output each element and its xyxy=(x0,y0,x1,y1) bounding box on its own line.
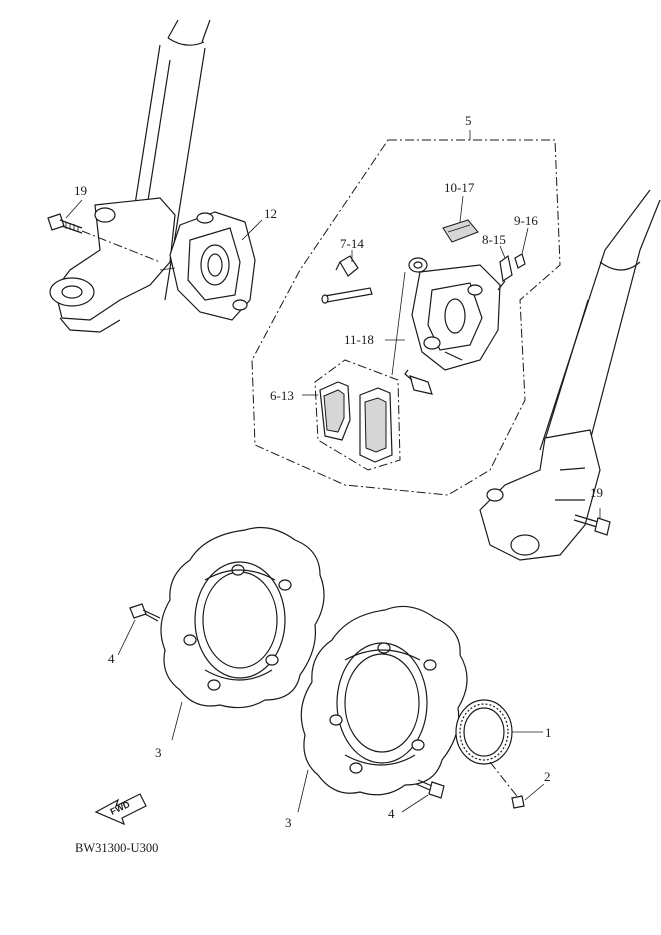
right-mount-bolt xyxy=(573,508,611,536)
right-fork-leg xyxy=(479,189,661,561)
part-labels: 1 2 3 3 4 4 5 6-13 7-14 8-15 9-16 10-17 … xyxy=(74,113,603,830)
label-7-14: 7-14 xyxy=(340,236,364,251)
label-2: 2 xyxy=(544,769,551,784)
leader-lines xyxy=(117,195,545,813)
pad-spring xyxy=(442,219,479,243)
label-8-15: 8-15 xyxy=(482,232,506,247)
diagram-code: BW31300-U300 xyxy=(75,841,158,855)
label-19-left: 19 xyxy=(74,183,87,198)
boot-sleeve xyxy=(391,257,428,376)
label-4-right: 4 xyxy=(388,806,395,821)
label-3-right: 3 xyxy=(285,815,292,830)
right-disc-bolt xyxy=(415,779,445,799)
label-11-18: 11-18 xyxy=(344,332,374,347)
left-disc-bolt xyxy=(129,603,161,622)
rotor-bolt xyxy=(511,795,525,809)
right-brake-caliper xyxy=(411,264,501,371)
pad-pin-and-clip xyxy=(321,255,373,304)
label-19-right: 19 xyxy=(590,485,603,500)
right-brake-disc xyxy=(300,605,468,796)
label-9-16: 9-16 xyxy=(514,213,538,228)
sensor-rotor xyxy=(455,699,521,801)
left-brake-disc xyxy=(160,527,325,709)
brake-pads xyxy=(314,359,401,471)
label-5: 5 xyxy=(465,113,472,128)
label-3-left: 3 xyxy=(155,745,162,760)
label-12: 12 xyxy=(264,206,277,221)
left-mount-bolt xyxy=(47,199,161,263)
slide-pin xyxy=(404,369,433,395)
label-4-left: 4 xyxy=(108,651,115,666)
caliper-kit-boundary xyxy=(251,130,561,496)
left-fork-leg xyxy=(49,19,211,333)
label-1: 1 xyxy=(545,725,552,740)
bleed-cap xyxy=(514,253,526,269)
left-brake-caliper xyxy=(159,211,256,321)
label-6-13: 6-13 xyxy=(270,388,294,403)
bleed-screw xyxy=(497,254,513,291)
forward-arrow-icon: FWD xyxy=(94,793,147,826)
label-10-17: 10-17 xyxy=(444,180,475,195)
